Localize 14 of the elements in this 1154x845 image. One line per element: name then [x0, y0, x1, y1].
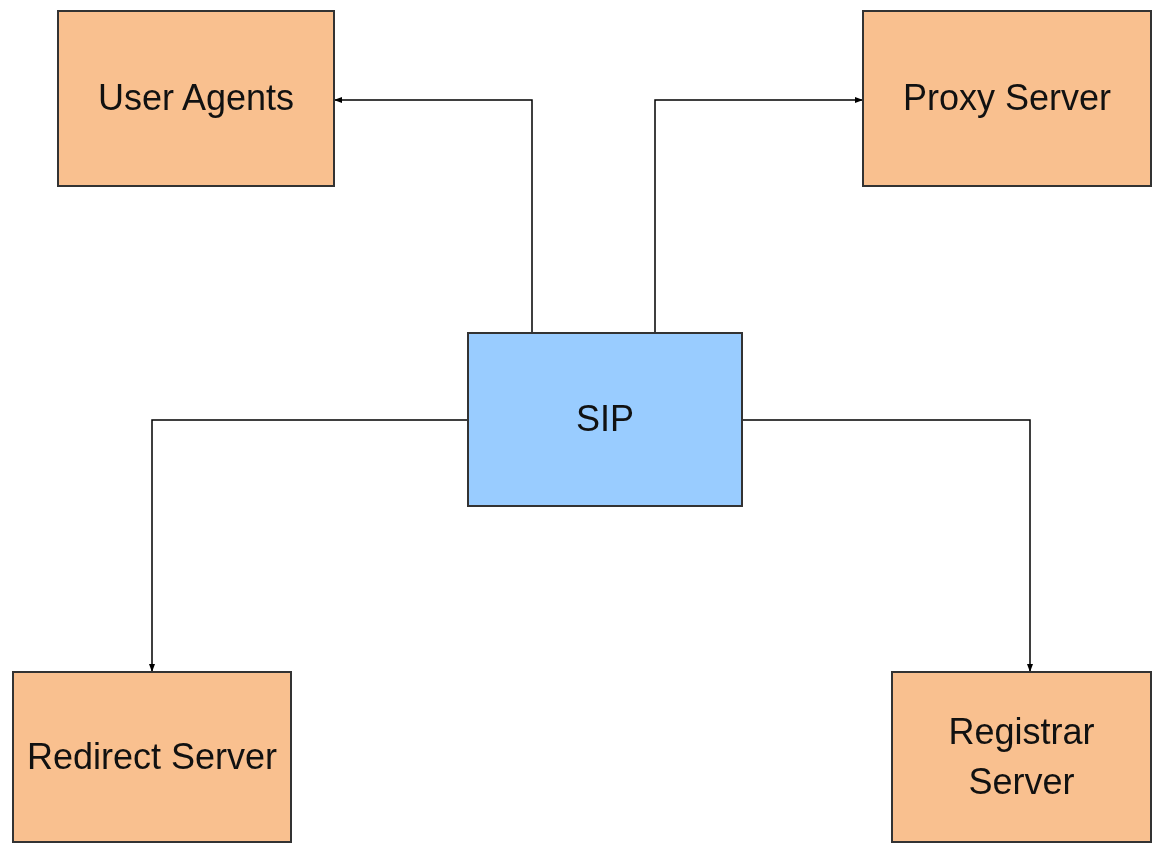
box-label: SIP: [576, 397, 634, 442]
arrow: [654, 97, 863, 333]
process-box: [891, 671, 1152, 843]
process-box: [862, 10, 1152, 187]
box-label: Proxy Server: [902, 76, 1112, 121]
process-box: [467, 332, 743, 507]
box-label: Redirect Server: [26, 734, 278, 779]
process-box: [12, 671, 292, 843]
arrow: [334, 97, 533, 333]
box-label: Registrar Server: [947, 709, 1096, 804]
arrow: [742, 419, 1033, 672]
box-label: User Agents: [97, 76, 295, 121]
process-box: [57, 10, 335, 187]
arrow: [149, 419, 468, 672]
